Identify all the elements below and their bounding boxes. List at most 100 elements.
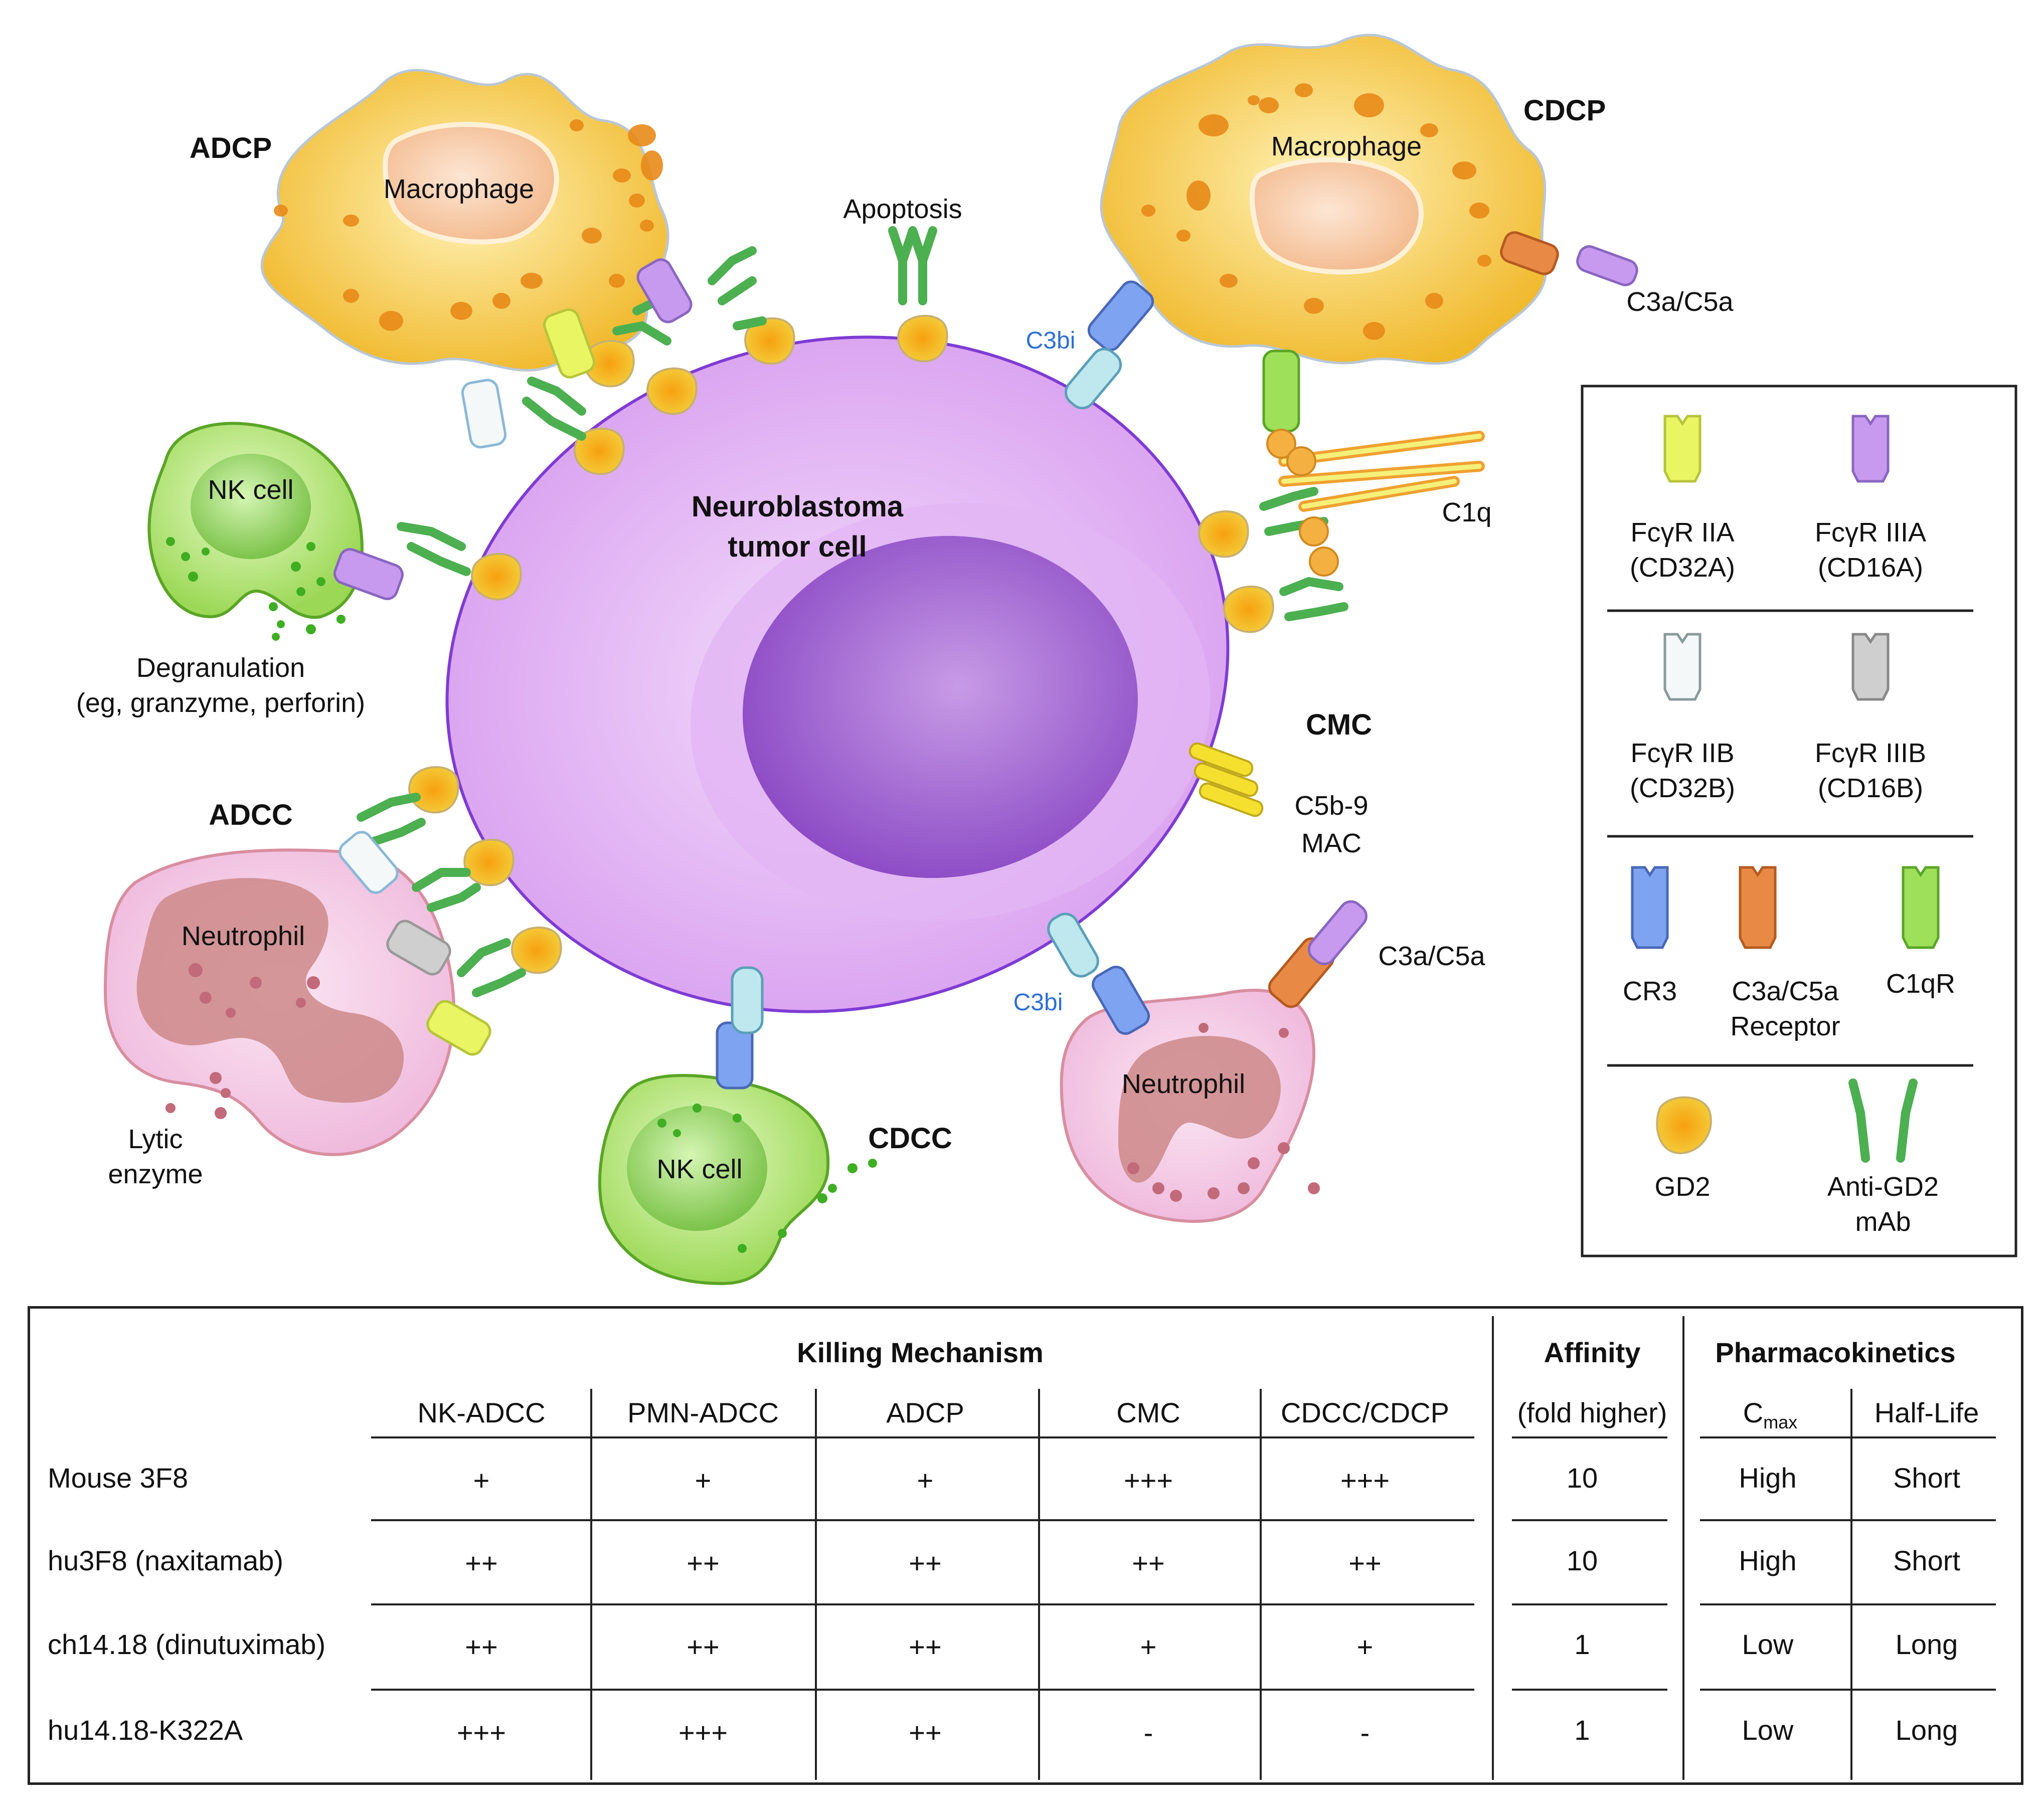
row-name: ch14.18 (dinutuximab) bbox=[48, 1628, 326, 1660]
c3a-c5a-bottom-label: C3a/C5a bbox=[1378, 941, 1485, 971]
neutrophil-left-label: Neutrophil bbox=[182, 921, 305, 951]
col-header-half-life: Half-Life bbox=[1874, 1397, 1979, 1428]
legend-sub-fcgr-iib: (CD32B) bbox=[1630, 773, 1735, 803]
c1q-complex bbox=[1266, 429, 1485, 577]
row-name: hu3F8 (naxitamab) bbox=[48, 1545, 284, 1576]
cell-half-life: Short bbox=[1893, 1545, 1960, 1576]
cell-cmax: Low bbox=[1742, 1628, 1794, 1660]
cell-nk-adcc: +++ bbox=[456, 1717, 506, 1748]
cell-half-life: Long bbox=[1895, 1714, 1958, 1746]
col-header-cdcc-cdcp: CDCC/CDCP bbox=[1281, 1397, 1449, 1428]
degranulation-label-line2: (eg, granzyme, perforin) bbox=[76, 688, 365, 718]
cell-cmax: High bbox=[1739, 1545, 1797, 1576]
cell-nk-adcc: + bbox=[473, 1465, 490, 1496]
cell-half-life: Short bbox=[1893, 1462, 1960, 1494]
neutrophil-left bbox=[103, 848, 455, 1156]
cell-cdcc-cdcp: ++ bbox=[1348, 1547, 1382, 1579]
cdcp-label: CDCP bbox=[1523, 94, 1606, 127]
legend-label-fcgr-iib: FcγR IIB bbox=[1630, 738, 1734, 768]
row-name: Mouse 3F8 bbox=[48, 1462, 189, 1494]
legend-label-cr3: CR3 bbox=[1623, 976, 1677, 1006]
lytic-label-line2: enzyme bbox=[108, 1159, 203, 1189]
killing-mechanism-header: Killing Mechanism bbox=[797, 1337, 1044, 1368]
macrophage-left-label: Macrophage bbox=[384, 174, 534, 204]
legend-sub-c3a-c5a: Receptor bbox=[1730, 1011, 1840, 1041]
fcgr-iiia-icon bbox=[1851, 415, 1890, 483]
gd2-icon bbox=[1656, 1096, 1712, 1155]
c3a-c5a-top-label: C3a/C5a bbox=[1626, 287, 1734, 317]
neutrophil-right-label: Neutrophil bbox=[1122, 1069, 1245, 1099]
lytic-label-line1: Lytic bbox=[128, 1124, 183, 1154]
nk-cell-top-label: NK cell bbox=[208, 475, 293, 505]
cell-nk-adcc: ++ bbox=[465, 1547, 498, 1579]
cell-adcp: + bbox=[917, 1465, 934, 1496]
fcgr-iia-icon bbox=[1663, 415, 1701, 483]
mac-label-line1: C5b-9 bbox=[1294, 791, 1368, 821]
legend-sub-fcgr-iiia: (CD16A) bbox=[1818, 553, 1923, 583]
fcgr-iib-icon bbox=[1663, 633, 1701, 701]
c1qr-icon bbox=[1902, 866, 1940, 949]
adcc-label: ADCC bbox=[209, 799, 293, 831]
nk-cell-bottom-label: NK cell bbox=[656, 1154, 742, 1184]
cell-affinity: 1 bbox=[1574, 1714, 1590, 1746]
nk-cell-bottom bbox=[598, 1074, 877, 1286]
anti-gd2-mab-icon bbox=[1848, 1078, 1918, 1163]
cell-pmn-adcc: +++ bbox=[678, 1717, 728, 1748]
c1q-label: C1q bbox=[1442, 497, 1491, 527]
degranulation-label-line1: Degranulation bbox=[136, 653, 305, 683]
legend-label-fcgr-iiia: FcγR IIIA bbox=[1815, 517, 1926, 548]
cell-pmn-adcc: ++ bbox=[687, 1547, 720, 1579]
col-header-cmc: CMC bbox=[1116, 1397, 1180, 1428]
cell-cmc: + bbox=[1140, 1631, 1157, 1663]
cell-cmc: ++ bbox=[1132, 1547, 1165, 1579]
legend-label-c3a-c5a: C3a/C5a bbox=[1732, 976, 1839, 1006]
cell-adcp: ++ bbox=[909, 1547, 942, 1579]
cell-cdcc-cdcp: + bbox=[1356, 1631, 1374, 1663]
cell-pmn-adcc: + bbox=[695, 1465, 712, 1496]
legend-sub-fcgr-iia: (CD32A) bbox=[1630, 553, 1735, 583]
adcp-label: ADCP bbox=[190, 132, 272, 164]
legend-sub-fcgr-iiib: (CD16B) bbox=[1818, 773, 1923, 803]
cell-cdcc-cdcp: +++ bbox=[1340, 1465, 1390, 1496]
macrophage-right-label: Macrophage bbox=[1271, 131, 1422, 161]
legend-label-anti-gd2: Anti-GD2 bbox=[1827, 1172, 1939, 1202]
fc-receptors bbox=[333, 231, 1638, 1090]
cell-cmax: Low bbox=[1742, 1714, 1794, 1746]
col-header-pmn-adcc: PMN-ADCC bbox=[627, 1397, 779, 1428]
cell-cmc: - bbox=[1143, 1717, 1153, 1748]
cr3-icon bbox=[1631, 866, 1669, 949]
c3bi-bottom-label: C3bi bbox=[1013, 989, 1063, 1016]
tumor-cell bbox=[445, 335, 1230, 1013]
cell-affinity: 10 bbox=[1566, 1462, 1598, 1494]
gd2-molecules bbox=[408, 315, 1274, 974]
macrophage-left bbox=[260, 69, 669, 372]
row-name: hu14.18-K322A bbox=[48, 1714, 243, 1746]
cell-adcp: ++ bbox=[909, 1717, 942, 1748]
cell-adcp: ++ bbox=[909, 1631, 942, 1663]
legend-label-gd2: GD2 bbox=[1654, 1172, 1710, 1202]
col-header-adcp: ADCP bbox=[886, 1397, 964, 1428]
legend-label-fcgr-iia: FcγR IIA bbox=[1630, 517, 1734, 548]
mechanism-diagram: Neuroblastoma tumor cell ADCP CDCP ADCC … bbox=[76, 34, 2017, 1286]
comparison-table: Killing Mechanism Affinity Pharmacokinet… bbox=[28, 1306, 2023, 1785]
macrophage-right bbox=[1100, 34, 1547, 365]
cell-pmn-adcc: ++ bbox=[687, 1631, 720, 1663]
cell-cdcc-cdcp: - bbox=[1360, 1717, 1370, 1748]
cell-nk-adcc: ++ bbox=[465, 1631, 498, 1663]
tumor-label-line2: tumor cell bbox=[728, 530, 867, 563]
c3bi-top-label: C3bi bbox=[1026, 327, 1076, 354]
affinity-header: Affinity bbox=[1544, 1337, 1641, 1368]
neutrophil-right bbox=[1060, 989, 1320, 1223]
mac-label-line2: MAC bbox=[1301, 828, 1361, 858]
cmc-label: CMC bbox=[1306, 708, 1372, 741]
cell-cmax: High bbox=[1739, 1462, 1797, 1494]
legend: FcγR IIA (CD32A) FcγR IIIA (CD16A) FcγR … bbox=[1581, 385, 2017, 1257]
col-header-nk-adcc: NK-ADCC bbox=[417, 1397, 546, 1428]
apoptosis-label: Apoptosis bbox=[843, 194, 962, 224]
cdcc-label: CDCC bbox=[868, 1122, 952, 1155]
cell-affinity: 10 bbox=[1566, 1545, 1598, 1576]
col-header-affinity-sub: (fold higher) bbox=[1517, 1397, 1667, 1428]
pharmacokinetics-header: Pharmacokinetics bbox=[1715, 1337, 1956, 1368]
fcgr-iiib-icon bbox=[1851, 633, 1890, 701]
